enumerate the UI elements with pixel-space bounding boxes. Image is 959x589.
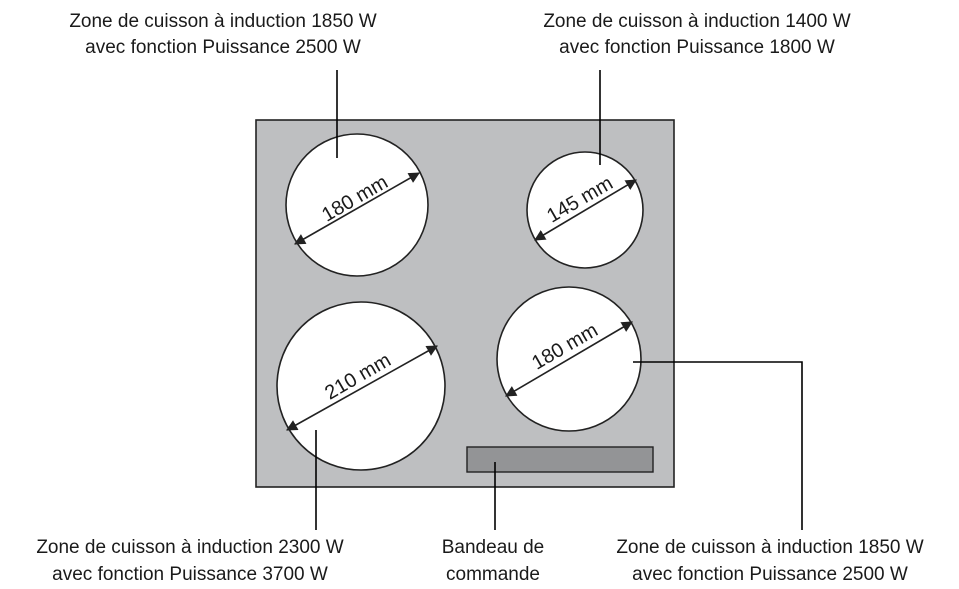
label-top-left-line2: avec fonction Puissance 2500 W	[85, 37, 361, 58]
label-control-panel-line2: commande	[446, 564, 540, 585]
label-bottom-left-line1: Zone de cuisson à induction 2300 W	[36, 537, 343, 558]
label-bottom-right-line2: avec fonction Puissance 2500 W	[632, 564, 908, 585]
label-control-panel-line1: Bandeau de	[442, 537, 545, 558]
leader-line-bottom-right	[633, 361, 803, 530]
control-panel	[466, 446, 654, 473]
label-top-left-line1: Zone de cuisson à induction 1850 W	[69, 11, 376, 32]
label-bottom-left-line2: avec fonction Puissance 3700 W	[52, 564, 328, 585]
dimension-arrow-bottom-right	[505, 321, 633, 397]
dimension-arrow-bottom-left	[286, 345, 438, 431]
dimension-arrow-top-right	[534, 179, 637, 241]
label-top-right-line1: Zone de cuisson à induction 1400 W	[543, 11, 850, 32]
label-top-right-line2: avec fonction Puissance 1800 W	[559, 37, 835, 58]
label-bottom-right-line1: Zone de cuisson à induction 1850 W	[616, 537, 923, 558]
dimension-arrow-top-left	[294, 172, 420, 245]
